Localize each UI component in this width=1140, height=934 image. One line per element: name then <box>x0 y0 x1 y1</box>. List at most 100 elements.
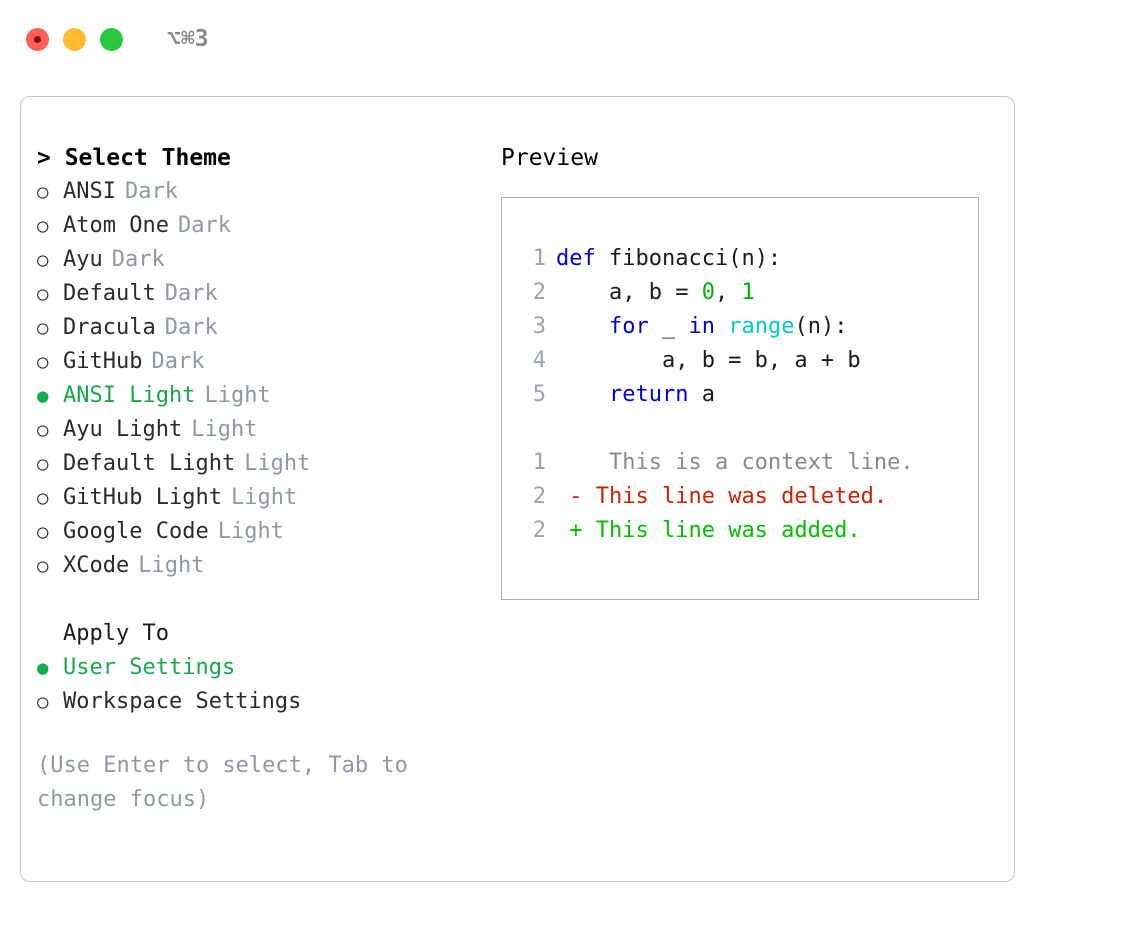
radio-unselected-icon: ○ <box>37 521 49 543</box>
theme-option-label: Ayu <box>63 247 103 272</box>
code-line-number: 5 <box>532 382 546 407</box>
theme-option-kind: Dark <box>151 349 205 374</box>
diff-marker <box>556 446 583 480</box>
theme-option-label: Default <box>63 281 156 306</box>
theme-option-0[interactable]: ○ ANSI Dark <box>37 175 497 209</box>
theme-option-label: XCode <box>63 553 130 578</box>
radio-unselected-icon: ○ <box>37 249 49 271</box>
theme-option-label: Google Code <box>63 519 209 544</box>
theme-option-10[interactable]: ○ Google Code Light <box>37 515 497 549</box>
code-token <box>556 382 609 407</box>
code-token: def <box>556 246 596 271</box>
code-token: a, b = <box>556 280 702 305</box>
theme-option-kind: Light <box>244 451 311 476</box>
code-line-text: for _ in range(n): <box>556 310 847 344</box>
diff-line: 1 This is a context line. <box>520 446 978 480</box>
theme-option-label: Dracula <box>63 315 156 340</box>
diff-line: 2 - This line was deleted. <box>520 480 978 514</box>
maximize-button[interactable] <box>100 27 123 51</box>
theme-option-kind: Dark <box>124 179 178 204</box>
theme-option-kind: Light <box>217 519 284 544</box>
theme-option-kind: Dark <box>177 213 231 238</box>
theme-option-kind: Light <box>204 383 271 408</box>
radio-unselected-icon: ○ <box>37 317 49 339</box>
code-token: _ <box>648 314 689 339</box>
code-token: range <box>728 314 795 339</box>
diff-marker: - <box>556 484 583 509</box>
code-line-text: def fibonacci(n): <box>556 242 781 276</box>
traffic-light-group <box>26 27 123 51</box>
diff-sample: 1 This is a context line.2 - This line w… <box>520 446 978 548</box>
hint-spacer <box>37 719 497 749</box>
close-button[interactable] <box>26 27 49 51</box>
theme-option-7[interactable]: ○ Ayu Light Light <box>37 413 497 447</box>
theme-option-kind: Light <box>138 553 205 578</box>
theme-option-label: ANSI Light <box>63 383 196 408</box>
code-line-text: a, b = 0, 1 <box>556 276 755 310</box>
code-line-text: return a <box>556 378 715 412</box>
theme-option-8[interactable]: ○ Default Light Light <box>37 447 497 481</box>
theme-option-9[interactable]: ○ GitHub Light Light <box>37 481 497 515</box>
theme-option-kind: Dark <box>164 315 218 340</box>
diff-marker: + <box>556 518 583 543</box>
theme-option-kind: Light <box>191 417 258 442</box>
radio-unselected-icon: ○ <box>37 453 49 475</box>
code-line: 5 return a <box>520 378 978 412</box>
keyboard-hint-text: (Use Enter to select, Tab to change focu… <box>37 753 422 812</box>
theme-option-4[interactable]: ○ Dracula Dark <box>37 311 497 345</box>
code-line-number: 3 <box>532 314 546 339</box>
code-token: (n): <box>794 314 848 339</box>
minimize-button[interactable] <box>63 27 86 51</box>
code-line: 4 a, b = b, a + b <box>520 344 978 378</box>
radio-unselected-icon: ○ <box>37 181 49 203</box>
theme-option-label: GitHub Light <box>63 485 222 510</box>
apply-to-option-1[interactable]: ○Workspace Settings <box>37 685 497 719</box>
diff-line-number: 2 <box>532 484 546 509</box>
theme-option-label: Default Light <box>63 451 236 476</box>
code-token <box>715 314 728 339</box>
apply-to-option-0[interactable]: ● User Settings <box>37 651 497 685</box>
code-token: , <box>714 280 742 305</box>
radio-unselected-icon: ○ <box>37 419 49 441</box>
radio-unselected-icon: ○ <box>37 487 49 509</box>
diff-line-text: This line was deleted. <box>582 484 888 509</box>
apply-to-heading: Apply To <box>63 621 169 646</box>
list-spacer <box>37 583 497 617</box>
diff-line: 2 + This line was added. <box>520 514 978 548</box>
radio-selected-icon: ● <box>37 657 49 679</box>
theme-option-label: ANSI <box>63 179 116 204</box>
code-token: a <box>688 382 715 407</box>
diff-line-text: This is a context line. <box>582 450 914 475</box>
radio-unselected-icon: ○ <box>37 691 49 713</box>
apply-to-option-list[interactable]: ● User Settings ○Workspace Settings <box>37 651 497 719</box>
code-line-text: a, b = b, a + b <box>556 344 861 378</box>
code-token: 1 <box>741 280 755 305</box>
theme-option-kind: Dark <box>164 281 218 306</box>
code-token <box>556 314 609 339</box>
preview-heading: Preview <box>501 145 598 171</box>
code-diff-separator <box>520 412 978 446</box>
theme-option-label: Ayu Light <box>63 417 183 442</box>
code-token: a, b = b, a + b <box>556 348 861 373</box>
keyboard-shortcut-label: ⌥⌘3 <box>167 26 209 52</box>
code-token: return <box>608 382 689 407</box>
radio-unselected-icon: ○ <box>37 351 49 373</box>
theme-option-kind: Light <box>230 485 298 510</box>
apply-to-option-label: User Settings <box>63 655 236 680</box>
code-token: fibonacci(n): <box>595 246 782 271</box>
code-token: 0 <box>701 280 715 305</box>
code-line: 2 a, b = 0, 1 <box>520 276 978 310</box>
